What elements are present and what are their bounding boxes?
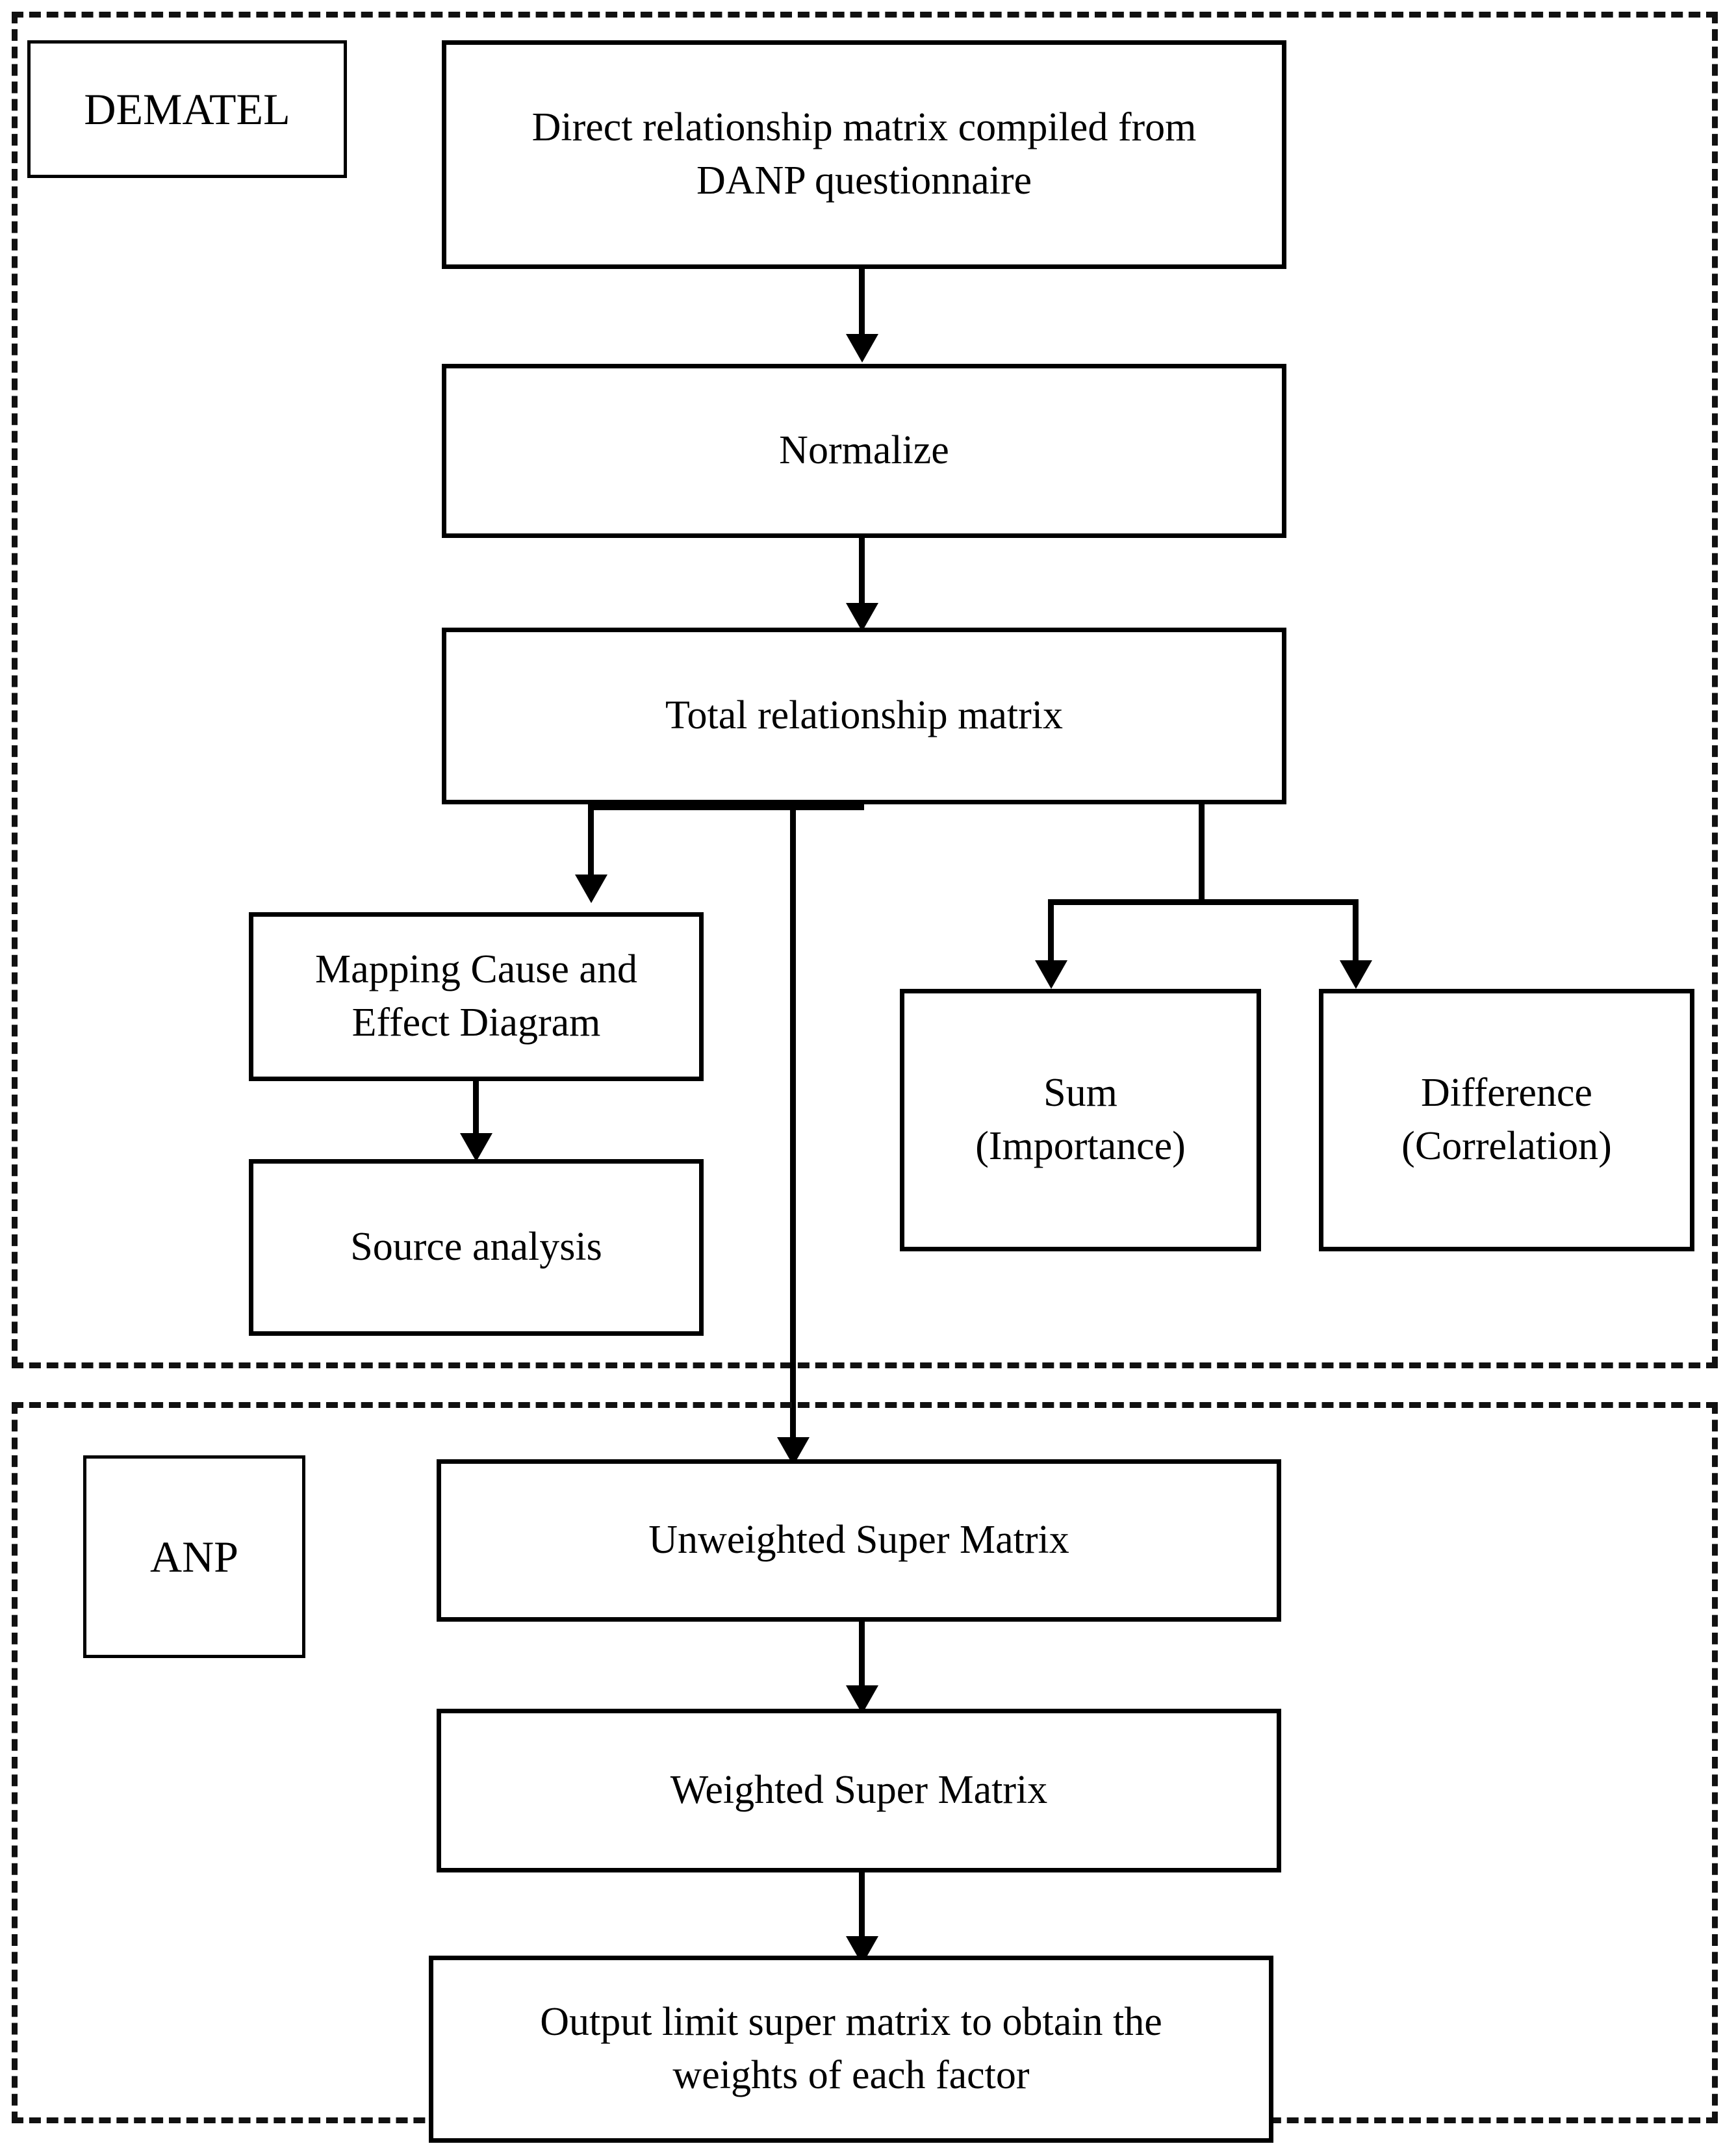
node-total-relationship-matrix[interactable]: Total relationship matrix (442, 628, 1286, 804)
group-label-dematel-text: DEMATEL (84, 84, 290, 134)
edge-total-to-right-fork-trunk (1199, 804, 1205, 904)
edge-total-to-mapping-horizontal (588, 804, 864, 810)
node-difference-correlation[interactable]: Difference (Correlation) (1319, 989, 1694, 1251)
node-direct-relationship-matrix[interactable]: Direct relationship matrix compiled from… (442, 40, 1286, 269)
node-direct-relationship-matrix-text: Direct relationship matrix compiled from… (531, 105, 1197, 203)
edge-normalize-to-total-line (859, 538, 865, 611)
node-limit-super-matrix[interactable]: Output limit super matrix to obtain the … (429, 1956, 1273, 2143)
edge-fork-to-sum-arrow (1035, 960, 1067, 989)
edge-fork-to-sum-line (1048, 899, 1054, 968)
edge-direct-to-normalize-line (859, 269, 865, 342)
edge-mapping-to-source-line (473, 1081, 479, 1145)
node-weighted-super-matrix[interactable]: Weighted Super Matrix (437, 1709, 1281, 1872)
node-normalize-text: Normalize (779, 428, 949, 473)
edge-right-fork-crossbar (1048, 899, 1359, 905)
node-unweighted-super-matrix-text: Unweighted Super Matrix (648, 1518, 1069, 1563)
edge-fork-to-difference-arrow (1340, 960, 1372, 989)
node-limit-super-matrix-text: Output limit super matrix to obtain the … (540, 2000, 1162, 2097)
group-dematel (12, 12, 1718, 1368)
node-weighted-super-matrix-text: Weighted Super Matrix (670, 1768, 1048, 1813)
edge-normalize-to-total-arrow (846, 603, 878, 632)
node-source-analysis[interactable]: Source analysis (249, 1159, 704, 1336)
node-normalize[interactable]: Normalize (442, 364, 1286, 538)
group-label-dematel: DEMATEL (27, 40, 347, 178)
node-difference-correlation-text: Difference (Correlation) (1401, 1071, 1612, 1168)
group-label-anp-text: ANP (149, 1531, 239, 1581)
node-mapping-cause-effect-diagram[interactable]: Mapping Cause and Effect Diagram (249, 912, 704, 1081)
edge-fork-to-difference-line (1353, 899, 1359, 968)
edge-weighted-to-limit-line (859, 1872, 865, 1944)
node-source-analysis-text: Source analysis (350, 1225, 602, 1270)
node-total-relationship-matrix-text: Total relationship matrix (665, 693, 1064, 738)
edge-total-to-unweighted-line (790, 804, 796, 1467)
group-label-anp: ANP (83, 1455, 305, 1658)
edge-mapping-to-source-arrow (460, 1133, 492, 1162)
edge-unweighted-to-weighted-line (859, 1622, 865, 1693)
edge-direct-to-normalize-arrow (846, 334, 878, 363)
edge-total-to-mapping-line (588, 804, 594, 882)
node-unweighted-super-matrix[interactable]: Unweighted Super Matrix (437, 1459, 1281, 1622)
node-mapping-cause-effect-diagram-text: Mapping Cause and Effect Diagram (315, 947, 637, 1045)
node-sum-importance[interactable]: Sum (Importance) (900, 989, 1261, 1251)
edge-total-to-mapping-arrow (575, 875, 607, 903)
node-sum-importance-text: Sum (Importance) (975, 1071, 1186, 1168)
